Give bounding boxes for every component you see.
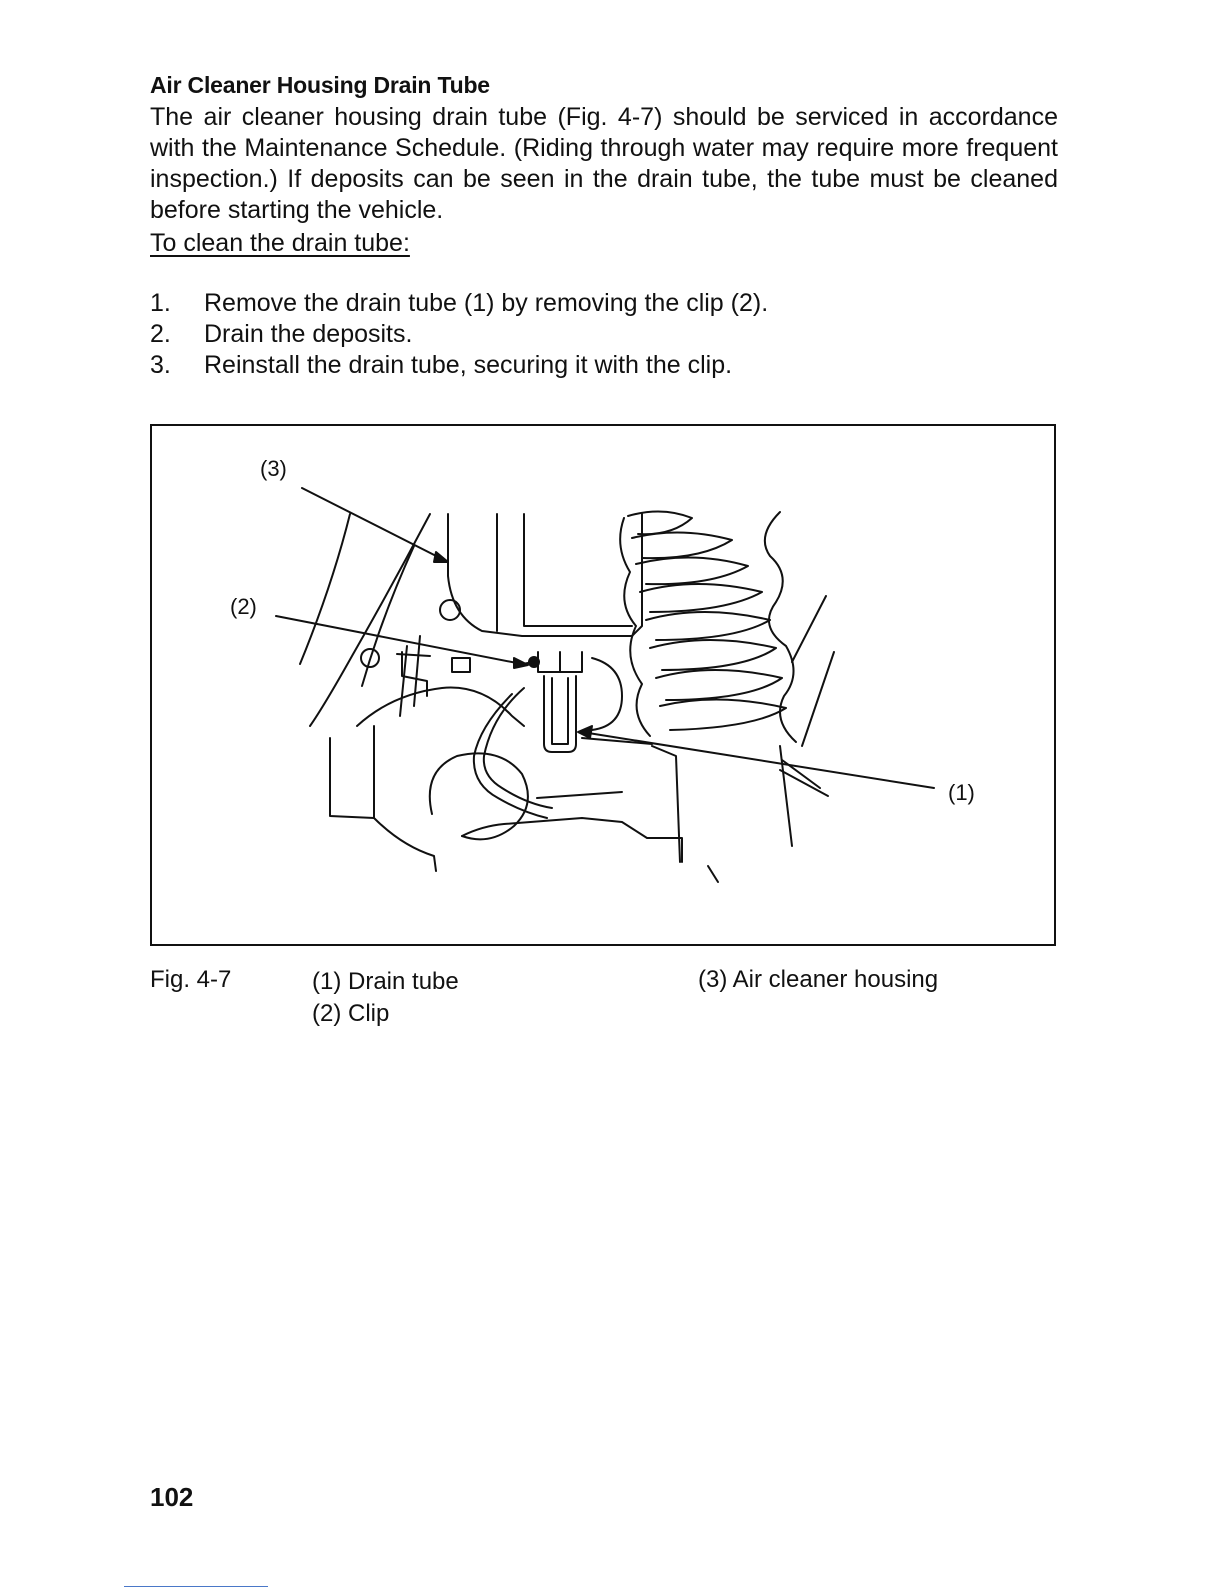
step-number: 2.	[150, 320, 171, 348]
tick-mark	[707, 865, 719, 883]
rear-line	[581, 737, 653, 745]
procedure-steps: 1. Remove the drain tube (1) by removing…	[150, 288, 1058, 381]
housing-inner-line-2	[523, 513, 633, 627]
air-cleaner-housing-outline	[447, 513, 643, 637]
frame-bolt	[360, 648, 380, 668]
engine-housing-curve	[428, 752, 529, 841]
step-item: 2. Drain the deposits.	[150, 319, 1058, 350]
figure-box: (3) (2) (1)	[150, 424, 1056, 946]
arrowhead-3	[433, 551, 449, 563]
arrowhead-2	[513, 657, 529, 669]
bracket-2	[451, 657, 471, 673]
leader-line-3	[301, 487, 449, 563]
engine-case-2	[356, 686, 525, 727]
spring-coil	[659, 698, 787, 731]
shock-body	[651, 745, 681, 863]
frame-tube	[309, 513, 431, 727]
shock-line-2	[801, 651, 835, 747]
spring-coil	[627, 510, 693, 536]
caption-item-air-cleaner-housing: (3) Air cleaner housing	[698, 966, 939, 993]
caption-column-1: (1) Drain tube (2) Clip	[312, 966, 459, 1030]
lower-panel	[461, 817, 683, 863]
arrowhead-1	[577, 725, 593, 739]
shock-line	[791, 595, 827, 663]
shock-body-2	[779, 745, 793, 847]
step-text: Reinstall the drain tube, securing it wi…	[204, 351, 733, 379]
hose-2	[472, 693, 548, 819]
engine-case	[329, 737, 437, 872]
step-text: Drain the deposits.	[204, 320, 413, 348]
frame-tube	[361, 545, 415, 687]
leader-line-2	[275, 615, 523, 665]
strut-2	[413, 635, 421, 707]
lower-line	[536, 791, 623, 799]
hose	[482, 687, 553, 809]
figure-label: Fig. 4-7	[150, 966, 232, 993]
frame-tube	[299, 513, 351, 665]
section-heading: Air Cleaner Housing Drain Tube	[150, 72, 490, 98]
spring-coil	[631, 531, 733, 560]
step-item: 3. Reinstall the drain tube, securing it…	[150, 350, 1058, 381]
spring-coil	[655, 669, 783, 701]
callout-one: (1)	[948, 780, 975, 805]
spring-coil	[635, 556, 749, 586]
page-number: 102	[150, 1482, 194, 1512]
bracket	[401, 651, 428, 697]
caption-item-drain-tube: (1) Drain tube	[312, 968, 459, 995]
procedure-title: To clean the drain tube:	[150, 229, 410, 257]
callout-three: (3)	[260, 456, 287, 481]
spring-coil	[645, 611, 771, 641]
rear-component	[591, 657, 623, 731]
leader-line-1	[581, 731, 935, 789]
callout-two: (2)	[230, 594, 257, 619]
spring-right-edge	[763, 511, 797, 743]
intro-paragraph: The air cleaner housing drain tube (Fig.…	[150, 103, 1058, 224]
clip-arm	[396, 653, 431, 657]
drain-tube-illustration	[275, 487, 935, 883]
spring-coil	[649, 639, 777, 671]
step-text: Remove the drain tube (1) by removing th…	[204, 289, 769, 317]
cross-hatch	[779, 769, 829, 797]
strut	[399, 645, 408, 717]
housing-bolt	[439, 599, 461, 621]
spring-left-edge	[619, 517, 651, 737]
step-item: 1. Remove the drain tube (1) by removing…	[150, 288, 1058, 319]
caption-item-clip: (2) Clip	[312, 1000, 390, 1027]
drain-tube-inner	[551, 677, 569, 745]
step-number: 3.	[150, 351, 171, 379]
step-number: 1.	[150, 289, 171, 317]
drain-tube-body	[543, 675, 577, 753]
spring-coil	[639, 583, 763, 613]
